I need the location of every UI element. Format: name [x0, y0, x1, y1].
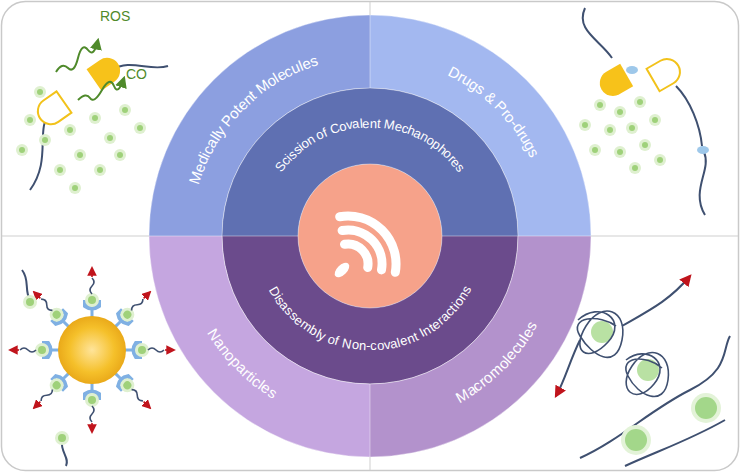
ring-segment: Scission of Covalent Mechanophores — [222, 88, 518, 236]
molecule-label: ROS — [100, 8, 130, 24]
glyph: n — [358, 339, 366, 352]
ultrasound-icon — [332, 216, 396, 280]
glyph: c — [370, 339, 377, 352]
ring-shape — [222, 88, 518, 236]
capsule-release — [16, 40, 168, 194]
macromolecule-coils — [556, 276, 730, 466]
ring-segment: Nanoparticles — [149, 236, 370, 457]
molecule-label: CO — [126, 66, 147, 82]
nanoparticle — [10, 268, 174, 466]
ring-label: Nanoparticles — [149, 236, 370, 457]
ring-label: Macromolecules — [370, 236, 591, 457]
ring-segment: Macromolecules — [370, 236, 591, 457]
prodrug-capsule — [579, 8, 709, 215]
ring-shape — [149, 236, 370, 457]
ring-label: Scission of Covalent Mechanophores — [222, 88, 518, 236]
glyph: e — [362, 116, 370, 129]
glyph: t — [376, 117, 381, 130]
ring-shape — [370, 236, 591, 457]
center-circle — [298, 164, 442, 308]
glyph: n — [369, 116, 377, 129]
glyph: - — [366, 339, 371, 352]
